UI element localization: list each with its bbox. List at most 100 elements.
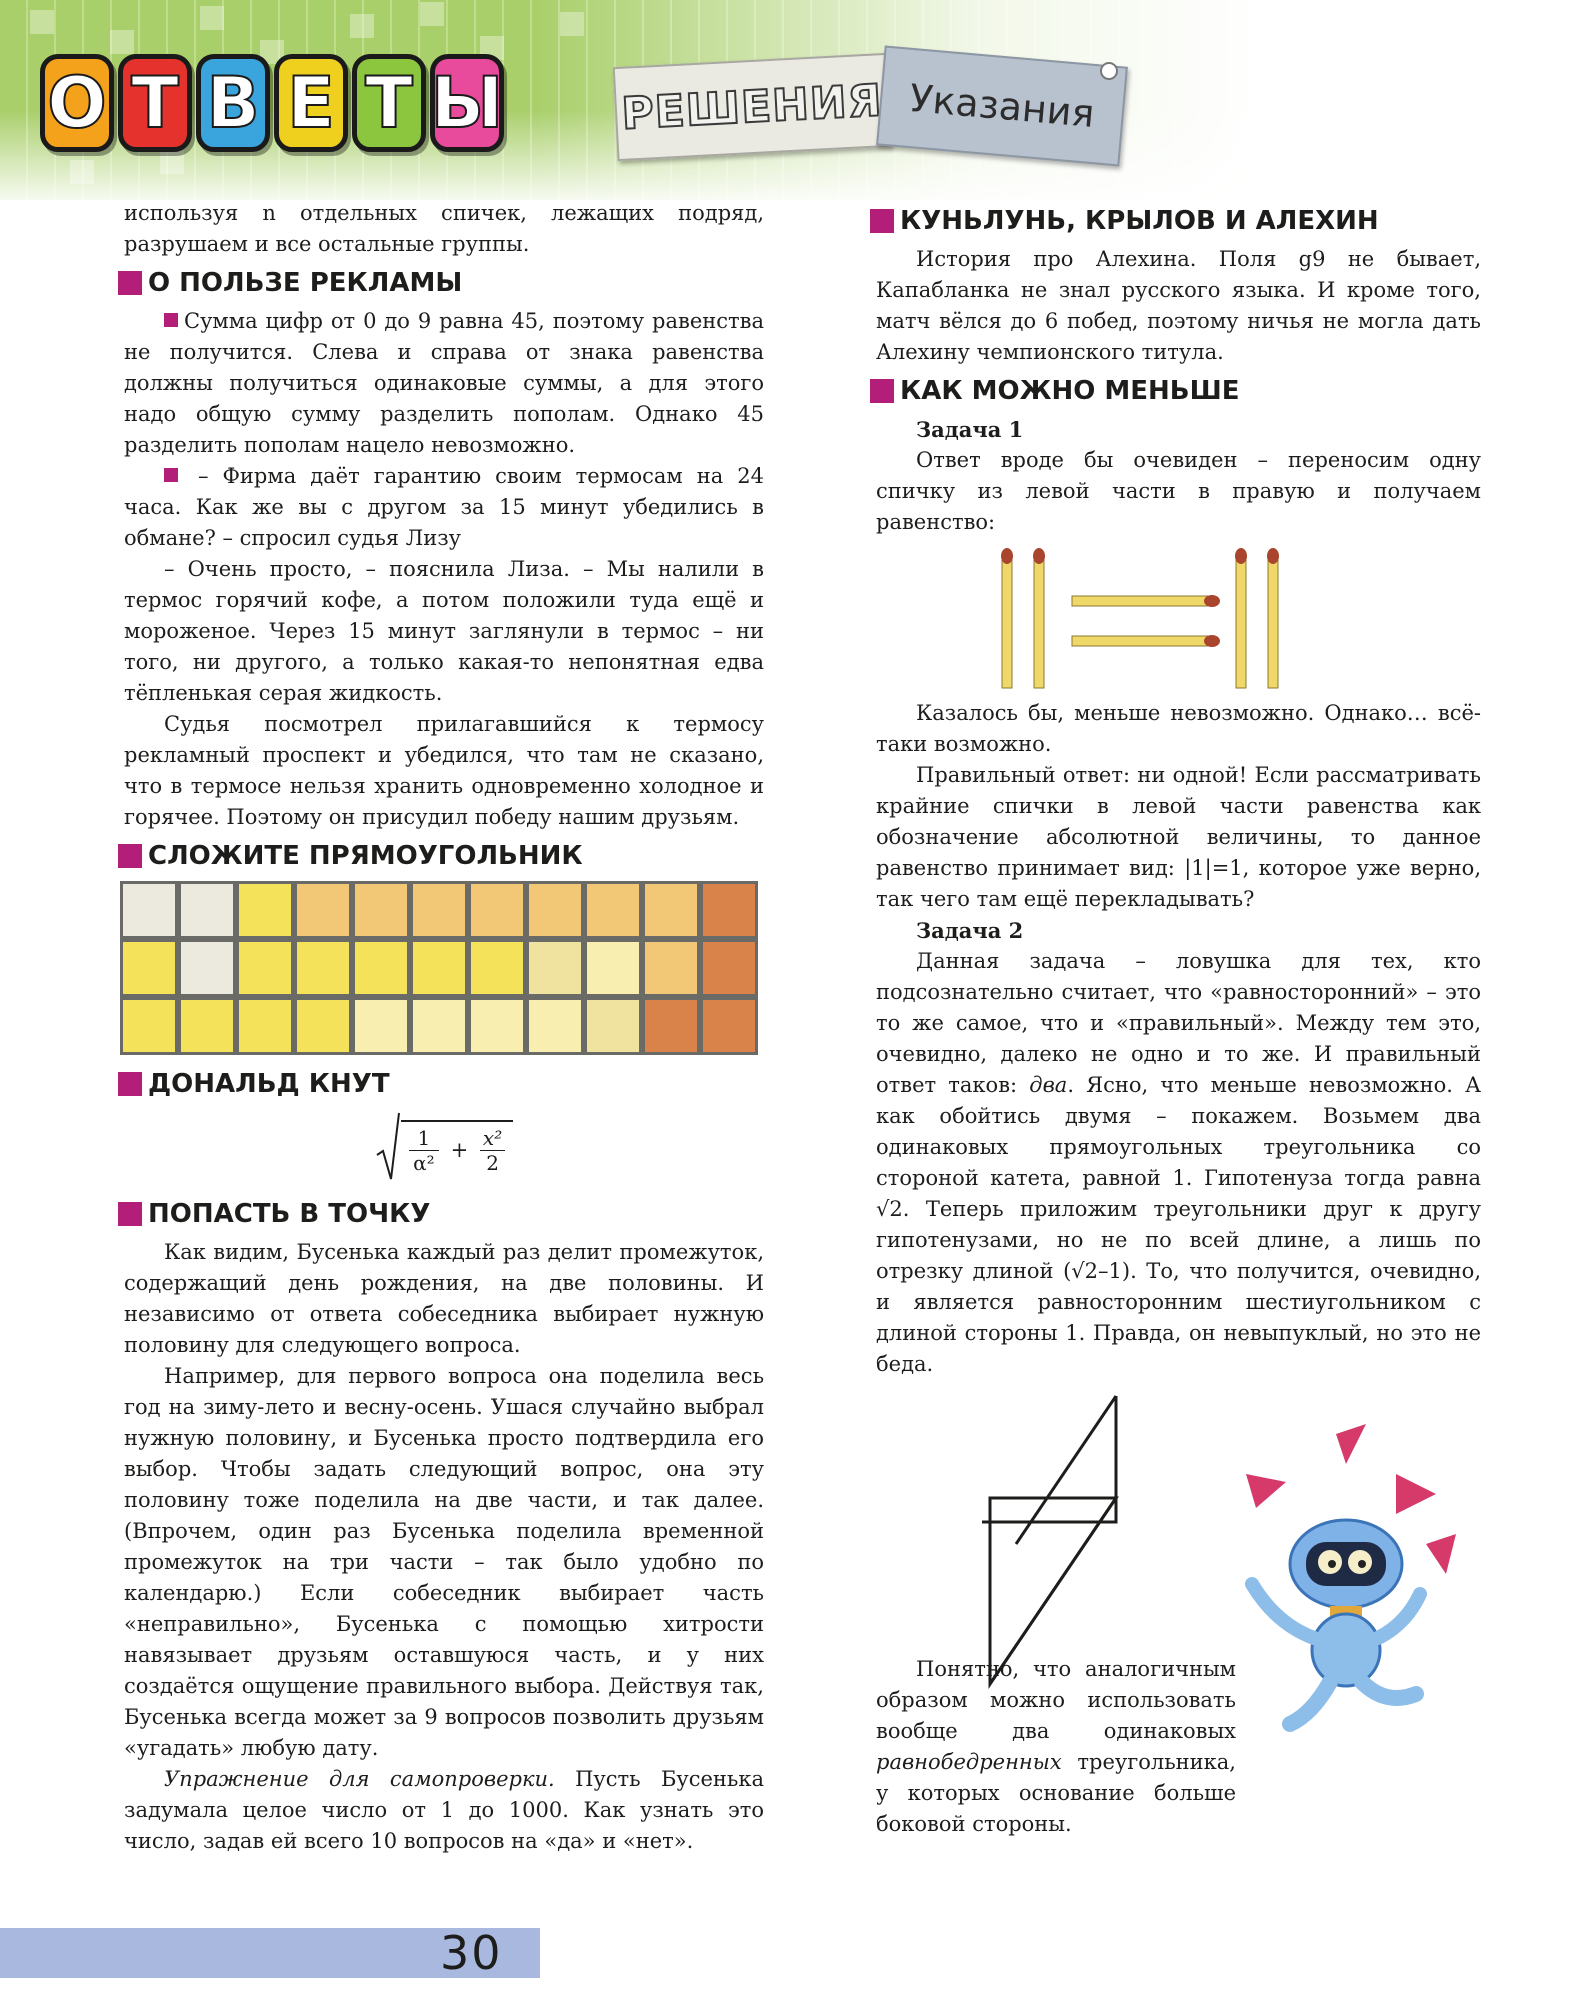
tile (700, 939, 758, 997)
tile (294, 997, 352, 1055)
tile (468, 939, 526, 997)
tile (178, 881, 236, 939)
square-bullet-icon (870, 209, 894, 233)
triangle-icon (1426, 1534, 1456, 1574)
paragraph: Данная задача – ловушка для тех, кто под… (876, 946, 1481, 1380)
task-heading: Задача 1 (916, 417, 1024, 442)
tile (352, 939, 410, 997)
tile (700, 997, 758, 1055)
square-bullet-icon (870, 379, 894, 403)
paragraph-text: Сумма цифр от 0 до 9 равна 45, поэтому р… (124, 309, 764, 457)
left-column: используя n отдельных спичек, лежащих по… (118, 198, 764, 1857)
paragraph: – Фирма даёт гарантию своим термосам на … (124, 461, 764, 554)
matchstick-icon (1071, 595, 1220, 607)
hexagon-triangles-figure (982, 1395, 1119, 1689)
square-bullet-icon (164, 468, 178, 482)
rectangle-tiles (120, 881, 764, 1055)
tile (526, 997, 584, 1055)
tile (236, 997, 294, 1055)
fraction-denominator: 2 (480, 1149, 505, 1175)
formula-sqrt: 1 α² + x² 2 (124, 1107, 764, 1187)
title-letter: В (196, 54, 270, 152)
tile (410, 997, 468, 1055)
tile (526, 881, 584, 939)
tile (178, 997, 236, 1055)
paragraph: Например, для первого вопроса она подели… (124, 1364, 764, 1760)
paragraph: Судья посмотрел прилагавшийся к термосу … (124, 712, 764, 829)
tile (642, 881, 700, 939)
footer-band (0, 1928, 540, 1978)
section-title: КАК МОЖНО МЕНЬШЕ (900, 376, 1240, 406)
paragraph: Понятно, что аналогичным образом можно и… (876, 1654, 1236, 1840)
section-title: КУНЬЛУНЬ, КРЫЛОВ И АЛЕХИН (900, 206, 1379, 236)
paragraph: – Очень просто, – пояснила Лиза. – Мы на… (124, 557, 764, 705)
hypotenuse-line (1014, 1395, 1118, 1545)
tile (584, 881, 642, 939)
section-heading: СЛОЖИТЕ ПРЯМОУГОЛЬНИК (118, 839, 764, 873)
tile (526, 939, 584, 997)
square-bullet-icon (118, 271, 142, 295)
sqrt-sign-icon (376, 1112, 401, 1180)
closing-block: Понятно, что аналогичным образом можно и… (876, 1424, 1481, 1854)
robot-body (1310, 1612, 1382, 1688)
paragraph-text: . Ясно, что меньше невозможно. А как обо… (876, 1073, 1481, 1376)
tile (642, 997, 700, 1055)
plus-sign: + (450, 1137, 469, 1162)
robot-face (1306, 1542, 1386, 1586)
robot-illustration (1245, 1424, 1456, 1732)
tile (410, 881, 468, 939)
tile (294, 939, 352, 997)
robot-leg (1282, 1674, 1338, 1732)
section-heading: КУНЬЛУНЬ, КРЫЛОВ И АЛЕХИН (870, 204, 1481, 238)
intro-paragraph: используя n отдельных спичек, лежащих по… (124, 201, 764, 256)
robot-arm (1245, 1577, 1321, 1645)
label-ukazania: Указания (876, 45, 1128, 167)
tile (410, 939, 468, 997)
square-bullet-icon (164, 313, 178, 327)
fraction-numerator: 1 (417, 1125, 431, 1150)
sqrt-content: 1 α² + x² 2 (401, 1119, 513, 1175)
square-bullet-icon (118, 844, 142, 868)
tile (120, 997, 178, 1055)
paragraph-text: треугольника, у которых основание больше… (876, 1750, 1236, 1836)
page-title-otvety: О Т В Е Т Ы (40, 54, 504, 152)
matchstick-icon (1235, 548, 1247, 689)
robot-arm (1371, 1587, 1427, 1645)
tile (120, 939, 178, 997)
triangle-icon (1246, 1474, 1286, 1508)
matchstick-icon (1001, 548, 1013, 689)
title-letter: Т (118, 54, 192, 152)
tile (584, 939, 642, 997)
title-letter: Ы (430, 54, 504, 152)
triangle-shape (982, 1396, 1118, 1524)
title-letter: Т (352, 54, 426, 152)
triangle-icon (1396, 1474, 1436, 1514)
triangle-shape (988, 1496, 1119, 1689)
tile (468, 881, 526, 939)
paragraph-text: Понятно, что аналогичным образом можно и… (876, 1657, 1236, 1743)
emphasis-text: равнобедренных (876, 1750, 1062, 1774)
triangle-icon (1336, 1424, 1366, 1464)
tile (236, 881, 294, 939)
tile (352, 997, 410, 1055)
tile (584, 997, 642, 1055)
emphasis-text: Упражнение для самопроверки. (164, 1767, 555, 1791)
section-title: О ПОЛЬЗЕ РЕКЛАМЫ (148, 268, 463, 298)
matchstick-icon (1267, 548, 1279, 689)
page-number: 30 (440, 1926, 503, 1980)
title-letter: О (40, 54, 114, 152)
label-reshenia: РЕШЕНИЯ (612, 52, 892, 162)
task-heading: Задача 2 (916, 918, 1024, 943)
emphasis-text: два (1029, 1073, 1068, 1097)
section-heading: ДОНАЛЬД КНУТ (118, 1067, 764, 1101)
paragraph: Казалось бы, меньше невозможно. Однако… … (876, 701, 1481, 756)
paragraph: Как видим, Бусенька каждый раз делит про… (124, 1240, 764, 1357)
title-letter: Е (274, 54, 348, 152)
matchstick-icon (1071, 635, 1220, 647)
paragraph: Сумма цифр от 0 до 9 равна 45, поэтому р… (124, 306, 764, 461)
pin-icon (1100, 62, 1118, 80)
matchstick-icon (1033, 548, 1045, 689)
paragraph-text: – Фирма даёт гарантию своим термосам на … (124, 464, 764, 550)
fraction: x² 2 (480, 1126, 505, 1175)
section-title: ДОНАЛЬД КНУТ (148, 1069, 390, 1099)
